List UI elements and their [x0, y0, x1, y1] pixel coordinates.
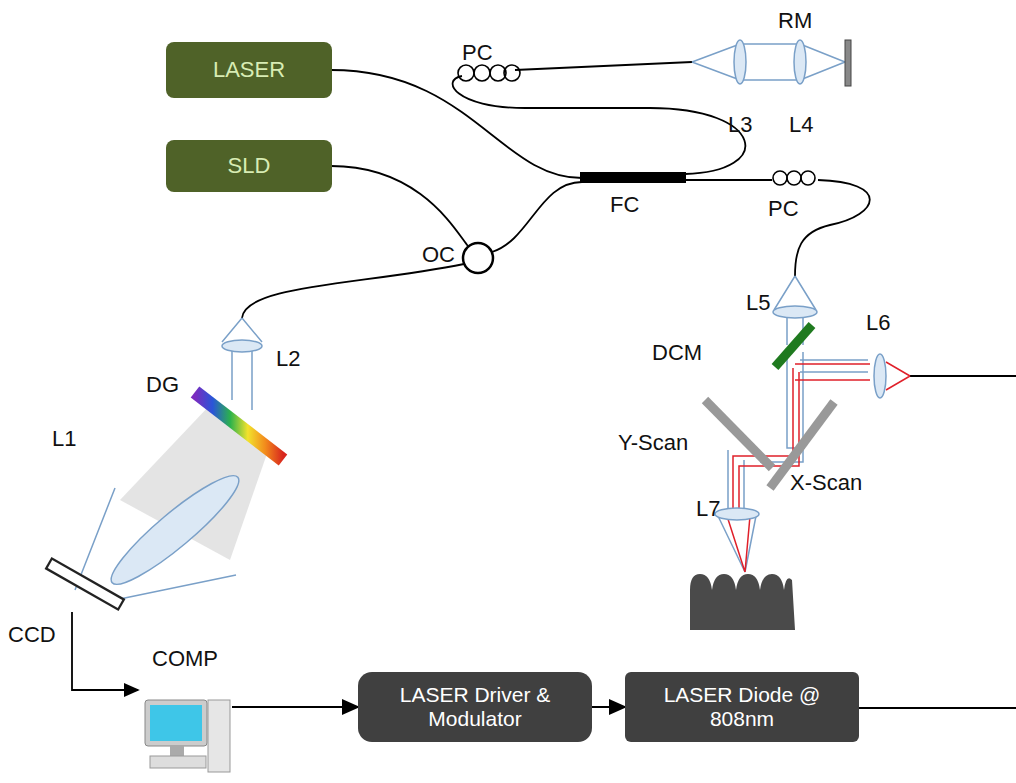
part-label: L3	[728, 112, 752, 138]
part-label: L5	[746, 290, 770, 316]
node-text: COMP	[152, 646, 218, 672]
part-label: X-Scan	[790, 470, 862, 496]
node-text: SLD	[228, 153, 271, 179]
node-text: LASER Driver & Modulator	[366, 683, 584, 731]
driver-box: LASER Driver & Modulator	[358, 672, 592, 742]
part-label: OC	[422, 242, 455, 268]
node-text: LASER	[213, 57, 285, 83]
computer-node: COMP	[138, 642, 232, 776]
part-label: DG	[146, 372, 179, 398]
part-label: L4	[789, 112, 813, 138]
part-label: RM	[778, 8, 812, 34]
part-label: CCD	[8, 622, 56, 648]
part-label: L2	[276, 346, 300, 372]
part-label: L1	[52, 426, 76, 452]
part-label: PC	[768, 196, 799, 222]
laser-box: LASER	[166, 42, 332, 98]
part-label: DCM	[652, 340, 702, 366]
part-label: Y-Scan	[618, 430, 688, 456]
diode-box: LASER Diode @ 808nm	[625, 672, 859, 742]
part-label: L6	[866, 310, 890, 336]
signal-arrow	[592, 706, 625, 708]
part-label: FC	[610, 192, 639, 218]
node-text: LASER Diode @ 808nm	[633, 683, 851, 731]
part-label: L7	[696, 496, 720, 522]
part-label: PC	[462, 40, 493, 66]
source-box: SLD	[166, 140, 332, 192]
signal-arrow	[232, 706, 358, 708]
